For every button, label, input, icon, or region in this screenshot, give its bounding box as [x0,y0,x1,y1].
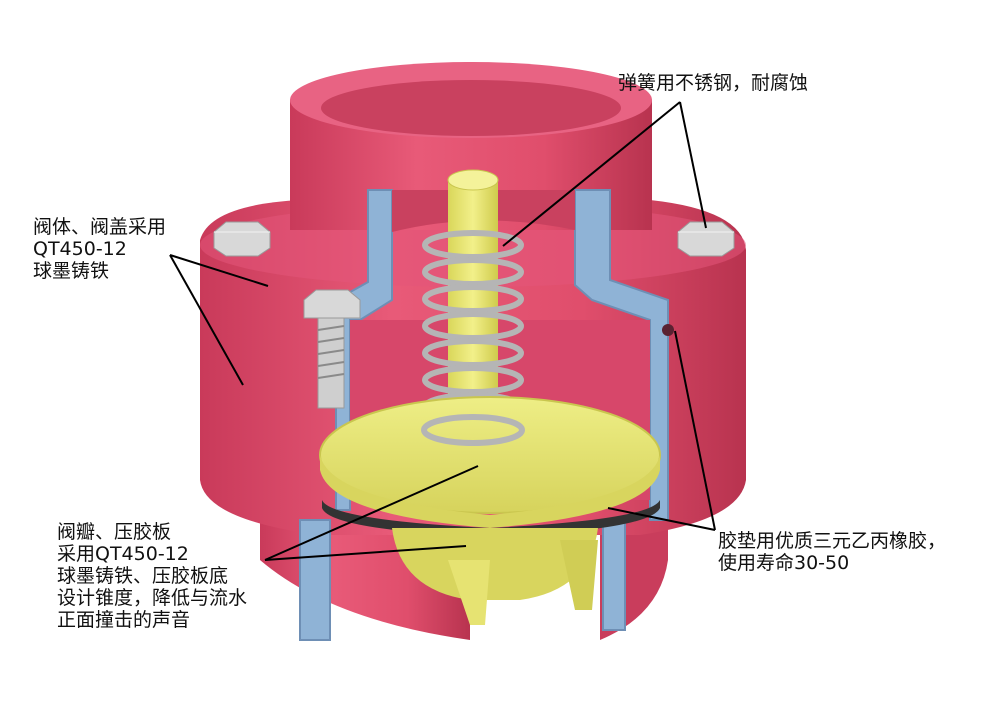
leader-body-1 [169,254,269,287]
callout-body-line-2: QT450-12 [33,238,127,260]
callout-disc-line-2: 采用QT450-12 [57,543,189,565]
callout-body-line-1: 阀体、阀盖采用 [33,216,167,238]
rubber-gasket [322,500,660,537]
leader-spring-1 [502,101,681,247]
leader-body-2 [169,254,244,386]
leader-gasket-2 [674,330,716,531]
disc-cone-bottom [392,528,598,625]
bonnet-bolt-left [213,221,271,257]
valve-bonnet [290,62,652,230]
leader-disc-1 [264,465,479,561]
callout-body: 阀体、阀盖采用 QT450-12 球墨铸铁 [33,216,166,282]
callout-gasket: 胶垫用优质三元乙丙橡胶， 使用寿命30-50 [718,530,946,574]
callout-spring: 弹簧用不锈钢，耐腐蚀 [618,72,808,94]
leader-gasket-1 [607,507,716,531]
leader-disc-2 [264,545,467,561]
leader-spring-2 [679,101,707,229]
bonnet-bolt-right [677,221,735,257]
callout-disc-line-1: 阀瓣、压胶板 [57,521,172,543]
sectioned-bolt [303,289,361,409]
leader-lines [169,101,716,561]
callout-disc-line-3: 球墨铸铁、压胶板底 [57,565,229,587]
callout-body-line-3: 球墨铸铁 [33,260,110,282]
valve-disc [319,396,661,528]
callout-disc-line-4: 设计锥度，降低与流水 [57,587,248,609]
bolt-hole [662,324,674,336]
callout-gasket-line-1: 胶垫用优质三元乙丙橡胶， [718,530,947,552]
callout-spring-line-1: 弹簧用不锈钢，耐腐蚀 [618,72,809,94]
callout-gasket-line-2: 使用寿命30-50 [718,552,850,574]
callout-disc-line-5: 正面撞击的声音 [57,609,191,631]
callout-disc: 阀瓣、压胶板 采用QT450-12 球墨铸铁、压胶板底 设计锥度，降低与流水 正… [57,521,247,631]
